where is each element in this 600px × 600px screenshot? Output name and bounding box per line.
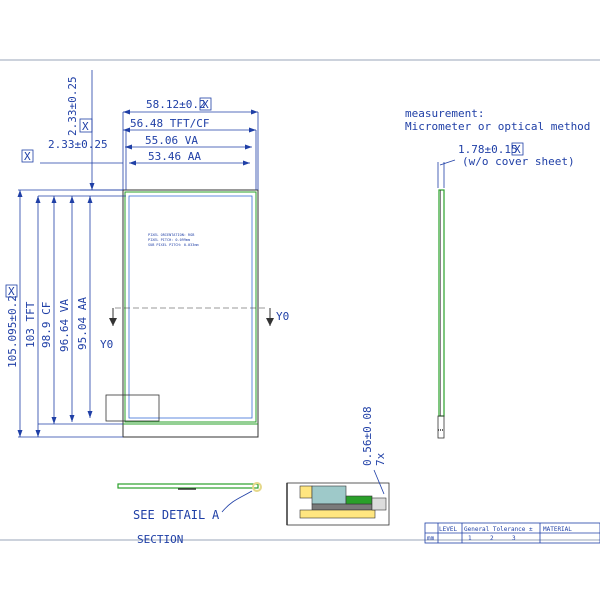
dim-cf-height: 98.9 CF	[40, 302, 53, 348]
detail-circle	[252, 482, 262, 492]
top-dimension-lines	[40, 111, 259, 190]
ic-chip	[105, 394, 160, 422]
datum-box-thickness	[511, 142, 524, 156]
detail-fpc	[371, 497, 387, 511]
datum-x-top: X	[202, 98, 209, 111]
y0-left-label: Y0	[100, 338, 113, 351]
detail-glass	[311, 485, 347, 505]
dim-outline-height: 105.095±0.2	[6, 295, 19, 368]
thickness-leader	[439, 159, 456, 166]
detail-glue	[299, 485, 313, 499]
title-tolerance: General Tolerance ±	[464, 526, 533, 533]
datum-x-height: X	[8, 285, 15, 298]
detail-backlight	[299, 509, 376, 519]
fpc-leader	[373, 469, 385, 495]
dim-offset-x: 2.33±0.25	[48, 138, 108, 151]
datum-x-vertical: X	[82, 120, 89, 133]
panel-note-2: PIXEL PITCH: 0.099mm	[148, 238, 190, 242]
detail-polarizer	[345, 495, 373, 505]
sheet-note: (w/o cover sheet)	[462, 155, 575, 168]
panel-note-1: PIXEL ORIENTATION: RGB	[148, 233, 194, 237]
detail-leader	[221, 490, 253, 513]
datum-box-top	[199, 97, 212, 111]
measurement-method: Micrometer or optical method	[405, 120, 590, 133]
datum-x-left: X	[24, 150, 31, 163]
bottom-view-panel	[117, 483, 259, 489]
panel-va-area	[124, 191, 257, 423]
detail-tft	[311, 503, 373, 511]
datum-box-height	[5, 284, 18, 298]
datum-x-thickness: X	[514, 143, 521, 156]
side-view-panel	[438, 189, 445, 417]
title-block	[424, 522, 600, 544]
dim-aa-width: 53.46 AA	[148, 150, 201, 163]
dim-tft-height: 103 TFT	[24, 301, 37, 348]
dim-va-height: 96.64 VA	[58, 299, 71, 352]
left-dimension-arrows	[17, 190, 93, 437]
dim-fpc-thickness: 0.56±0.08	[361, 406, 374, 466]
dim-tft-cf-width: 56.48 TFT/CF	[130, 117, 209, 130]
top-dimension-arrows	[123, 109, 258, 166]
see-detail-letter: A	[212, 508, 220, 522]
datum-box-vertical	[79, 118, 93, 133]
datum-box-left	[21, 149, 34, 163]
offset-y-arrow-icon	[89, 183, 95, 190]
y0-right-arrow-icon	[266, 318, 274, 326]
y0-right-label: Y0	[276, 310, 289, 323]
dim-aa-height: 95.04 AA	[76, 297, 89, 350]
dim-outline-width: 58.12±0.2	[146, 98, 206, 111]
panel-note-3: SUB PIXEL PITCH: 0.033mm	[148, 243, 199, 247]
title-material: MATERIAL	[543, 526, 572, 533]
section-label: SECTION	[137, 533, 183, 546]
dim-count: 7x	[374, 452, 387, 466]
panel-aa-area	[128, 195, 253, 419]
title-unit: mm	[427, 535, 435, 542]
panel-outline	[122, 189, 259, 438]
dim-offset-y: 2.33±0.25	[66, 76, 79, 136]
dim-thickness: 1.78±0.15	[458, 143, 518, 156]
title-col-1: 1	[468, 535, 472, 542]
y0-left-arrow-icon	[109, 318, 117, 326]
title-level: LEVEL	[439, 526, 457, 533]
dim-va-width: 55.06 VA	[145, 134, 198, 147]
measurement-label: measurement:	[405, 107, 484, 120]
left-dimension-lines	[18, 189, 126, 438]
title-col-2: 2	[490, 535, 494, 542]
title-col-3: 3	[512, 535, 516, 542]
side-view-bottom	[437, 415, 445, 439]
see-detail-label: SEE DETAIL	[133, 508, 205, 522]
